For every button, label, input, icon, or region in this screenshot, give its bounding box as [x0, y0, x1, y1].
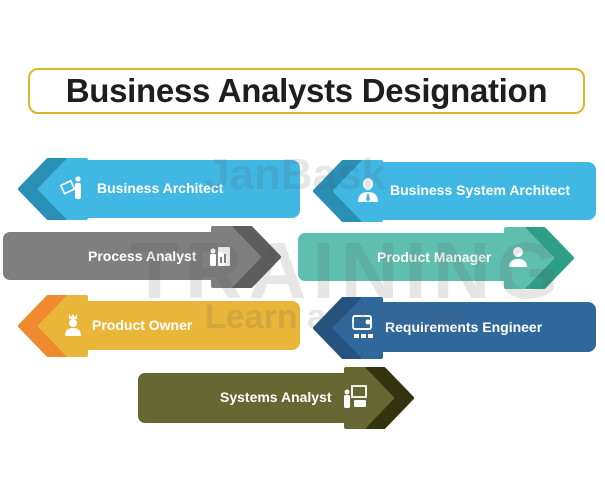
card-shape	[298, 227, 574, 289]
card-shape	[313, 160, 596, 222]
card-label: Business System Architect	[390, 182, 570, 198]
card-shape	[3, 226, 281, 288]
card-systems-analyst: Systems Analyst	[138, 367, 414, 429]
card-label: Process Analyst	[88, 248, 197, 264]
card-label: Requirements Engineer	[385, 319, 543, 335]
crowned-person-icon	[65, 314, 81, 336]
card-shape	[18, 295, 300, 357]
card-product-manager: Product Manager	[298, 227, 574, 289]
presentation-team-icon	[352, 315, 373, 338]
card-label: Product Manager	[377, 249, 492, 265]
title-box: Business Analysts Designation	[28, 68, 585, 114]
card-product-owner: Product Owner	[18, 295, 302, 357]
presenter-board-icon	[344, 385, 367, 408]
page-title: Business Analysts Designation	[65, 72, 548, 109]
businessman-icon	[358, 178, 378, 202]
card-business-architect: Business Architect	[18, 158, 302, 220]
architect-plan-icon	[60, 176, 81, 199]
card-label: Product Owner	[92, 317, 193, 333]
user-icon	[509, 247, 527, 267]
card-requirements-engineer: Requirements Engineer	[313, 297, 598, 359]
card-business-system-architect: Business System Architect	[313, 160, 598, 222]
card-process-analyst: Process Analyst	[3, 226, 281, 288]
card-label: Systems Analyst	[220, 389, 332, 405]
card-label: Business Architect	[97, 180, 224, 196]
card-shape	[138, 367, 414, 429]
clipboard-analyst-icon	[210, 247, 230, 266]
